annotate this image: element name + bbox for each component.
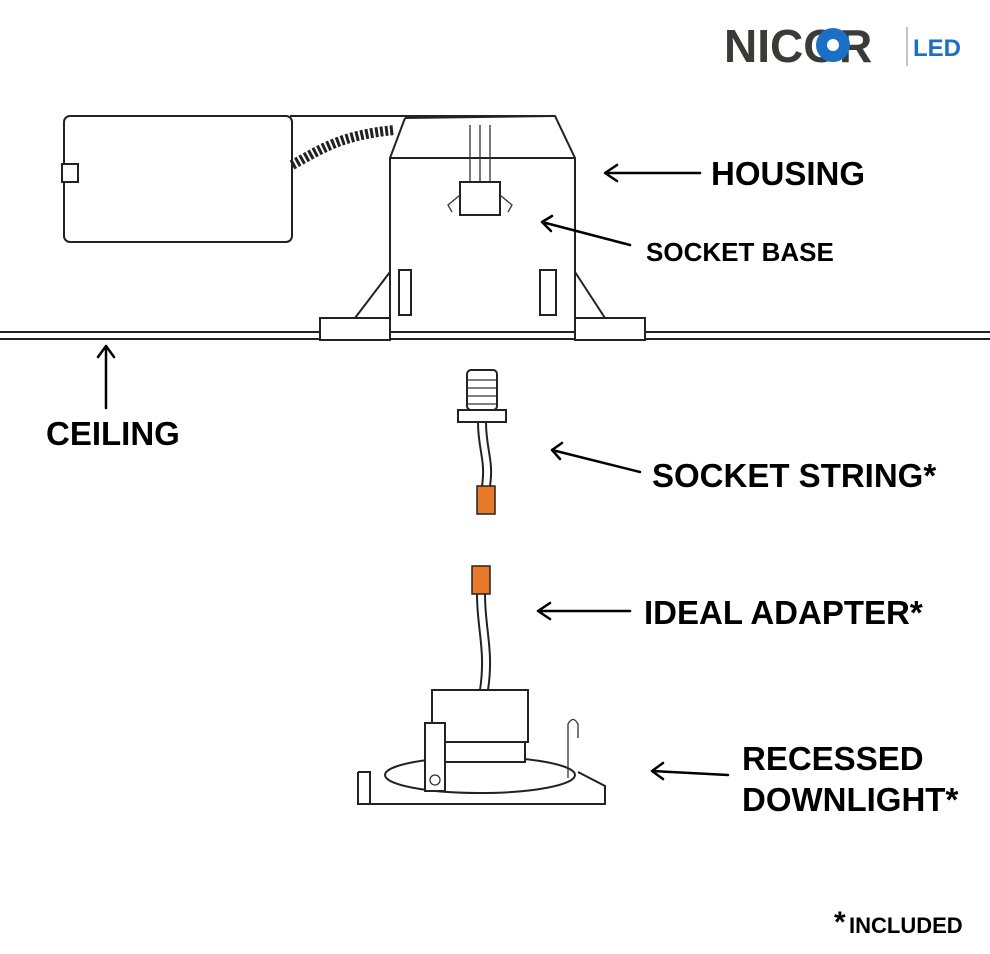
nicor-logo: NICOR LED (724, 20, 961, 72)
ideal-adapter-arrow (536, 601, 632, 621)
ceiling-arrow (96, 344, 116, 410)
socket-string-drawing (457, 369, 507, 515)
ceiling-line (0, 331, 990, 340)
housing-label: HOUSING (711, 155, 865, 192)
downlight-arrow (650, 761, 730, 781)
housing-drawing (61, 115, 646, 341)
socket-string-arrow (550, 441, 642, 474)
downlight-label: DOWNLIGHT* (742, 781, 958, 818)
housing-arrow (603, 163, 702, 183)
logo-brand: NICOR (724, 20, 872, 72)
socket-base-label: SOCKET BASE (646, 237, 834, 267)
connector (476, 485, 496, 515)
adapter-connector (471, 565, 491, 595)
footnote-label: INCLUDED (849, 913, 963, 938)
socket-base-arrow (540, 214, 632, 247)
downlight-drawing (357, 565, 606, 805)
ceiling-label: CEILING (46, 415, 180, 452)
footnote-star: * (834, 906, 846, 939)
recessed-label: RECESSED (742, 740, 924, 777)
socket-string-label: SOCKET STRING* (652, 457, 936, 494)
starburst-icon (816, 28, 850, 62)
ideal-adapter-label: IDEAL ADAPTER* (644, 594, 923, 631)
logo-suffix: LED (913, 35, 961, 62)
